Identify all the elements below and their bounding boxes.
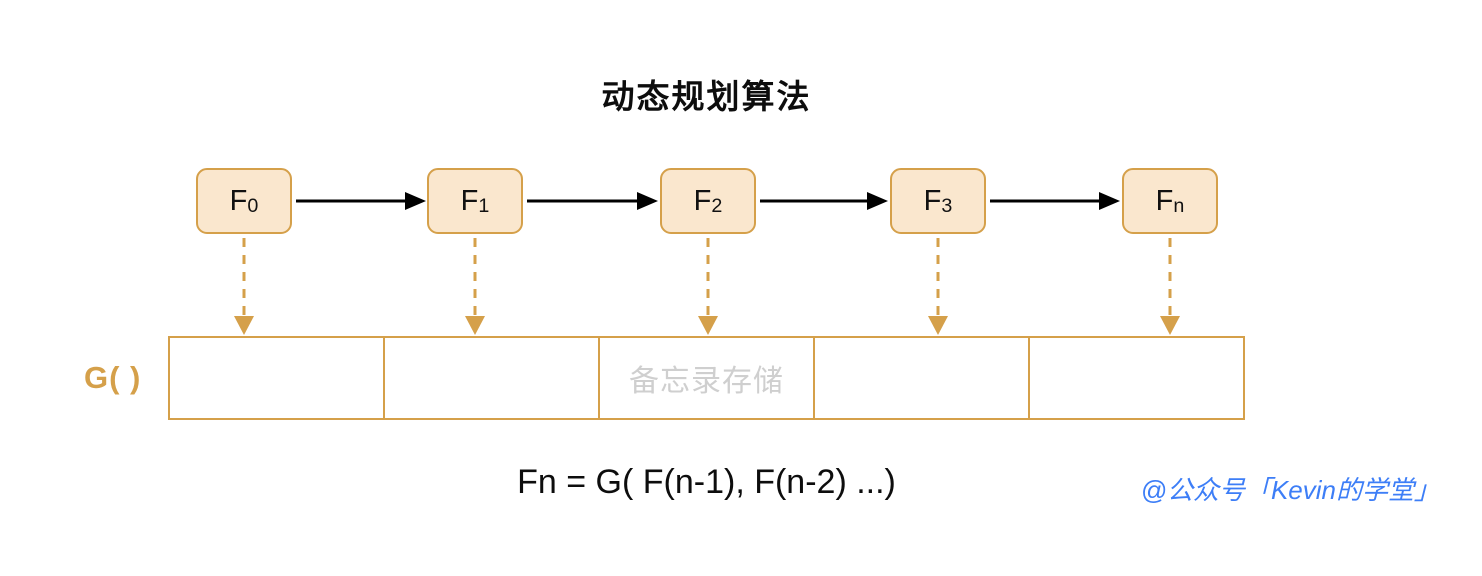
node-f0-label: F0 — [229, 184, 259, 217]
node-f3: F3 — [890, 168, 986, 234]
memo-function-label: G( ) — [84, 360, 142, 395]
flow-arrow-icon — [296, 192, 1120, 210]
node-f2: F2 — [660, 168, 756, 234]
node-f1: F1 — [427, 168, 523, 234]
memo-cell-2: 备忘录存储 — [600, 338, 815, 418]
diagram-title: 动态规划算法 — [601, 78, 812, 115]
memo-cell-1 — [385, 338, 600, 418]
memo-cell-3 — [815, 338, 1030, 418]
watermark-credit: @公众号「Kevin的学堂」 — [1140, 475, 1440, 505]
memo-cell-4 — [1030, 338, 1243, 418]
dashed-memo-arrow-icon — [234, 238, 1180, 335]
recurrence-formula: Fn = G( F(n-1), F(n-2) ...) — [517, 463, 896, 501]
memo-array: 备忘录存储 — [168, 336, 1245, 420]
node-f2-label: F2 — [693, 184, 723, 217]
node-fn-label: Fn — [1155, 184, 1185, 217]
node-f3-label: F3 — [923, 184, 953, 217]
memo-cell-0 — [170, 338, 385, 418]
node-fn: Fn — [1122, 168, 1218, 234]
node-f0: F0 — [196, 168, 292, 234]
node-f1-label: F1 — [460, 184, 490, 217]
